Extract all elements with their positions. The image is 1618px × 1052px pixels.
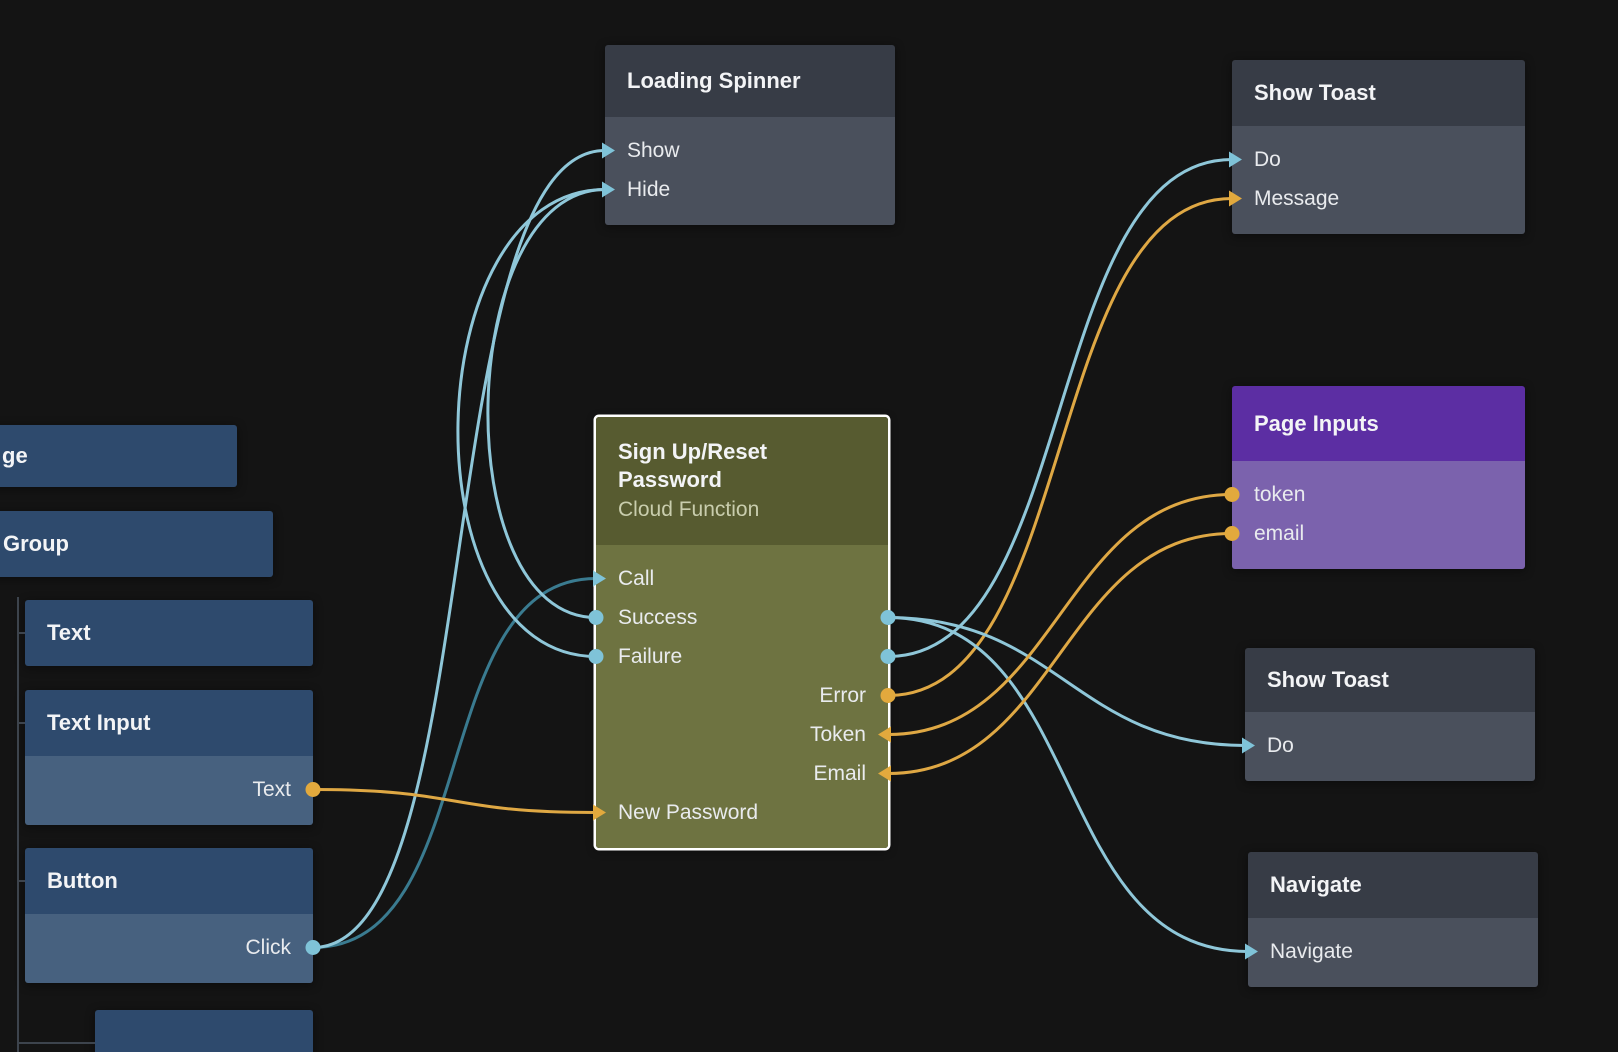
edge-success-to-toast2-do[interactable] (886, 616, 1247, 747)
node-header[interactable] (95, 1010, 313, 1052)
node-header[interactable]: Button (25, 848, 313, 914)
node-body: Text (25, 756, 313, 825)
port-row-loading-spinner-show[interactable]: Show (627, 139, 680, 162)
node-title-show-toast-top: Show Toast (1254, 80, 1376, 106)
node-title-button: Button (47, 868, 118, 894)
node-title-page-inputs: Page Inputs (1254, 410, 1379, 436)
port-row-signup-reset-password-call[interactable]: Call (618, 567, 655, 590)
edge-success-to-navigate[interactable] (886, 616, 1250, 953)
node-header[interactable]: Show Toast (1245, 648, 1535, 712)
node-title-signup-reset-password: Sign Up/Reset Password (618, 439, 768, 492)
node-header[interactable]: Loading Spinner (605, 45, 895, 117)
port-row-page-inputs-email[interactable]: email (1254, 522, 1305, 545)
node-title-loading-spinner: Loading Spinner (627, 68, 801, 94)
port-row-signup-reset-password-failure[interactable]: Failure (618, 645, 683, 668)
edge-success-to-spinner-hide[interactable] (486, 188, 607, 619)
node-title-group: Group (3, 531, 69, 557)
edge-error-to-toast-message[interactable] (886, 197, 1234, 697)
node-body: Click (25, 914, 313, 983)
node-text[interactable]: Text (25, 600, 313, 666)
port-row-signup-reset-password-email[interactable]: Email (813, 762, 866, 785)
port-row-button-click[interactable]: Click (245, 936, 292, 959)
node-header[interactable]: ge (0, 425, 237, 487)
node-header[interactable]: Group (0, 511, 273, 577)
port-row-signup-reset-password-error[interactable]: Error (819, 684, 866, 707)
node-title-text: Text (47, 620, 91, 646)
port-row-text-input-text[interactable]: Text (252, 778, 291, 801)
port-row-navigate-navigate[interactable]: Navigate (1270, 940, 1353, 963)
node-header[interactable]: Navigate (1248, 852, 1538, 918)
node-partial-bottom[interactable] (95, 1010, 313, 1052)
port-row-loading-spinner-hide[interactable]: Hide (627, 178, 671, 201)
node-title-text-input: Text Input (47, 710, 151, 736)
node-body: token email (1232, 461, 1525, 569)
port-row-page-inputs-token[interactable]: token (1254, 483, 1306, 506)
node-subtitle-signup-reset-password: Cloud Function (618, 498, 760, 522)
node-page-partial[interactable]: ge (0, 425, 237, 487)
edge-click-to-call[interactable] (311, 577, 598, 949)
node-header[interactable]: Text (25, 600, 313, 666)
port-row-signup-reset-password-token[interactable]: Token (809, 723, 866, 746)
node-page-inputs[interactable]: Page Inputs token email (1232, 386, 1525, 569)
port-row-show-toast-top-do[interactable]: Do (1254, 148, 1281, 171)
edge-failure-to-toast-do[interactable] (886, 158, 1234, 658)
node-group[interactable]: Group (0, 511, 273, 577)
node-title-navigate: Navigate (1270, 872, 1362, 898)
port-row-signup-reset-password-success[interactable]: Success (618, 606, 698, 629)
node-title-show-toast-mid: Show Toast (1267, 667, 1389, 693)
port-row-show-toast-top-message[interactable]: Message (1254, 187, 1340, 210)
edge-click-to-spinner-show[interactable] (311, 149, 607, 949)
node-body: Navigate (1248, 918, 1538, 987)
node-header[interactable]: Text Input (25, 690, 313, 756)
edge-email-to-email[interactable] (886, 532, 1234, 775)
edge-failure-to-spinner-hide[interactable] (456, 188, 607, 658)
edge-token-to-token[interactable] (886, 493, 1234, 736)
edge-text-to-new-password[interactable] (311, 788, 598, 814)
node-header[interactable]: Show Toast (1232, 60, 1525, 126)
port-row-signup-reset-password-new-password[interactable]: New Password (618, 801, 759, 824)
node-body: Do (1245, 712, 1535, 781)
node-title-page-partial: ge (2, 443, 28, 469)
port-row-show-toast-mid-do[interactable]: Do (1267, 734, 1294, 757)
node-header[interactable]: Page Inputs (1232, 386, 1525, 461)
